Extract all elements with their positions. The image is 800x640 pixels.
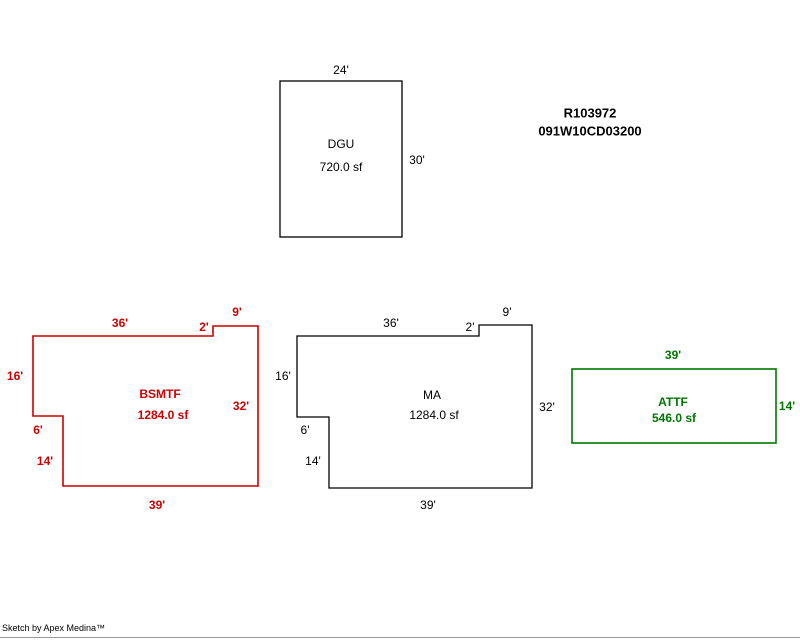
attf-outline <box>571 368 777 444</box>
ma-dim-right: 32' <box>539 400 555 414</box>
attf-area: 546.0 sf <box>651 411 697 425</box>
ma-dim-left: 16' <box>275 369 291 383</box>
bsmtf-dim-bottom: 39' <box>148 498 166 512</box>
parcel-id: R103972 <box>563 105 617 121</box>
ma-outline <box>296 324 533 489</box>
ma-dim-notch-w: 6' <box>300 423 310 437</box>
ma-dim-notch-h: 14' <box>305 454 321 468</box>
ma-dim-top-right: 9' <box>502 305 512 319</box>
ma-label: MA <box>423 388 441 402</box>
attf-dim-top: 39' <box>664 348 682 362</box>
bsmtf-area: 1284.0 sf <box>137 408 189 422</box>
ma-dim-bottom: 39' <box>420 498 436 512</box>
bsmtf-dim-notch-h: 14' <box>36 454 54 468</box>
bsmtf-dim-notch-w: 6' <box>33 423 43 437</box>
map-tax-lot: 091W10CD03200 <box>538 123 642 139</box>
bsmtf-outline <box>32 325 259 487</box>
dgu-label: DGU <box>327 137 355 151</box>
bsmtf-dim-right: 32' <box>232 399 250 413</box>
bsmtf-dim-top: 36' <box>111 316 129 330</box>
dgu-outline <box>279 80 403 238</box>
dgu-area: 720.0 sf <box>319 160 363 174</box>
dgu-dim-top: 24' <box>333 63 349 77</box>
bsmtf-dim-top-right: 9' <box>232 305 242 319</box>
dgu-dim-right: 30' <box>409 153 425 167</box>
attf-dim-right: 14' <box>778 399 796 413</box>
bsmtf-dim-step: 2' <box>199 320 209 334</box>
attf-label: ATTF <box>658 395 688 409</box>
ma-dim-step: 2' <box>465 320 475 334</box>
ma-dim-top: 36' <box>383 316 399 330</box>
bsmtf-dim-left: 16' <box>6 369 24 383</box>
bottom-divider <box>0 637 800 638</box>
ma-area: 1284.0 sf <box>409 408 459 422</box>
bsmtf-label: BSMTF <box>139 387 181 401</box>
sketch-credit: Sketch by Apex Medina™ <box>2 623 106 633</box>
